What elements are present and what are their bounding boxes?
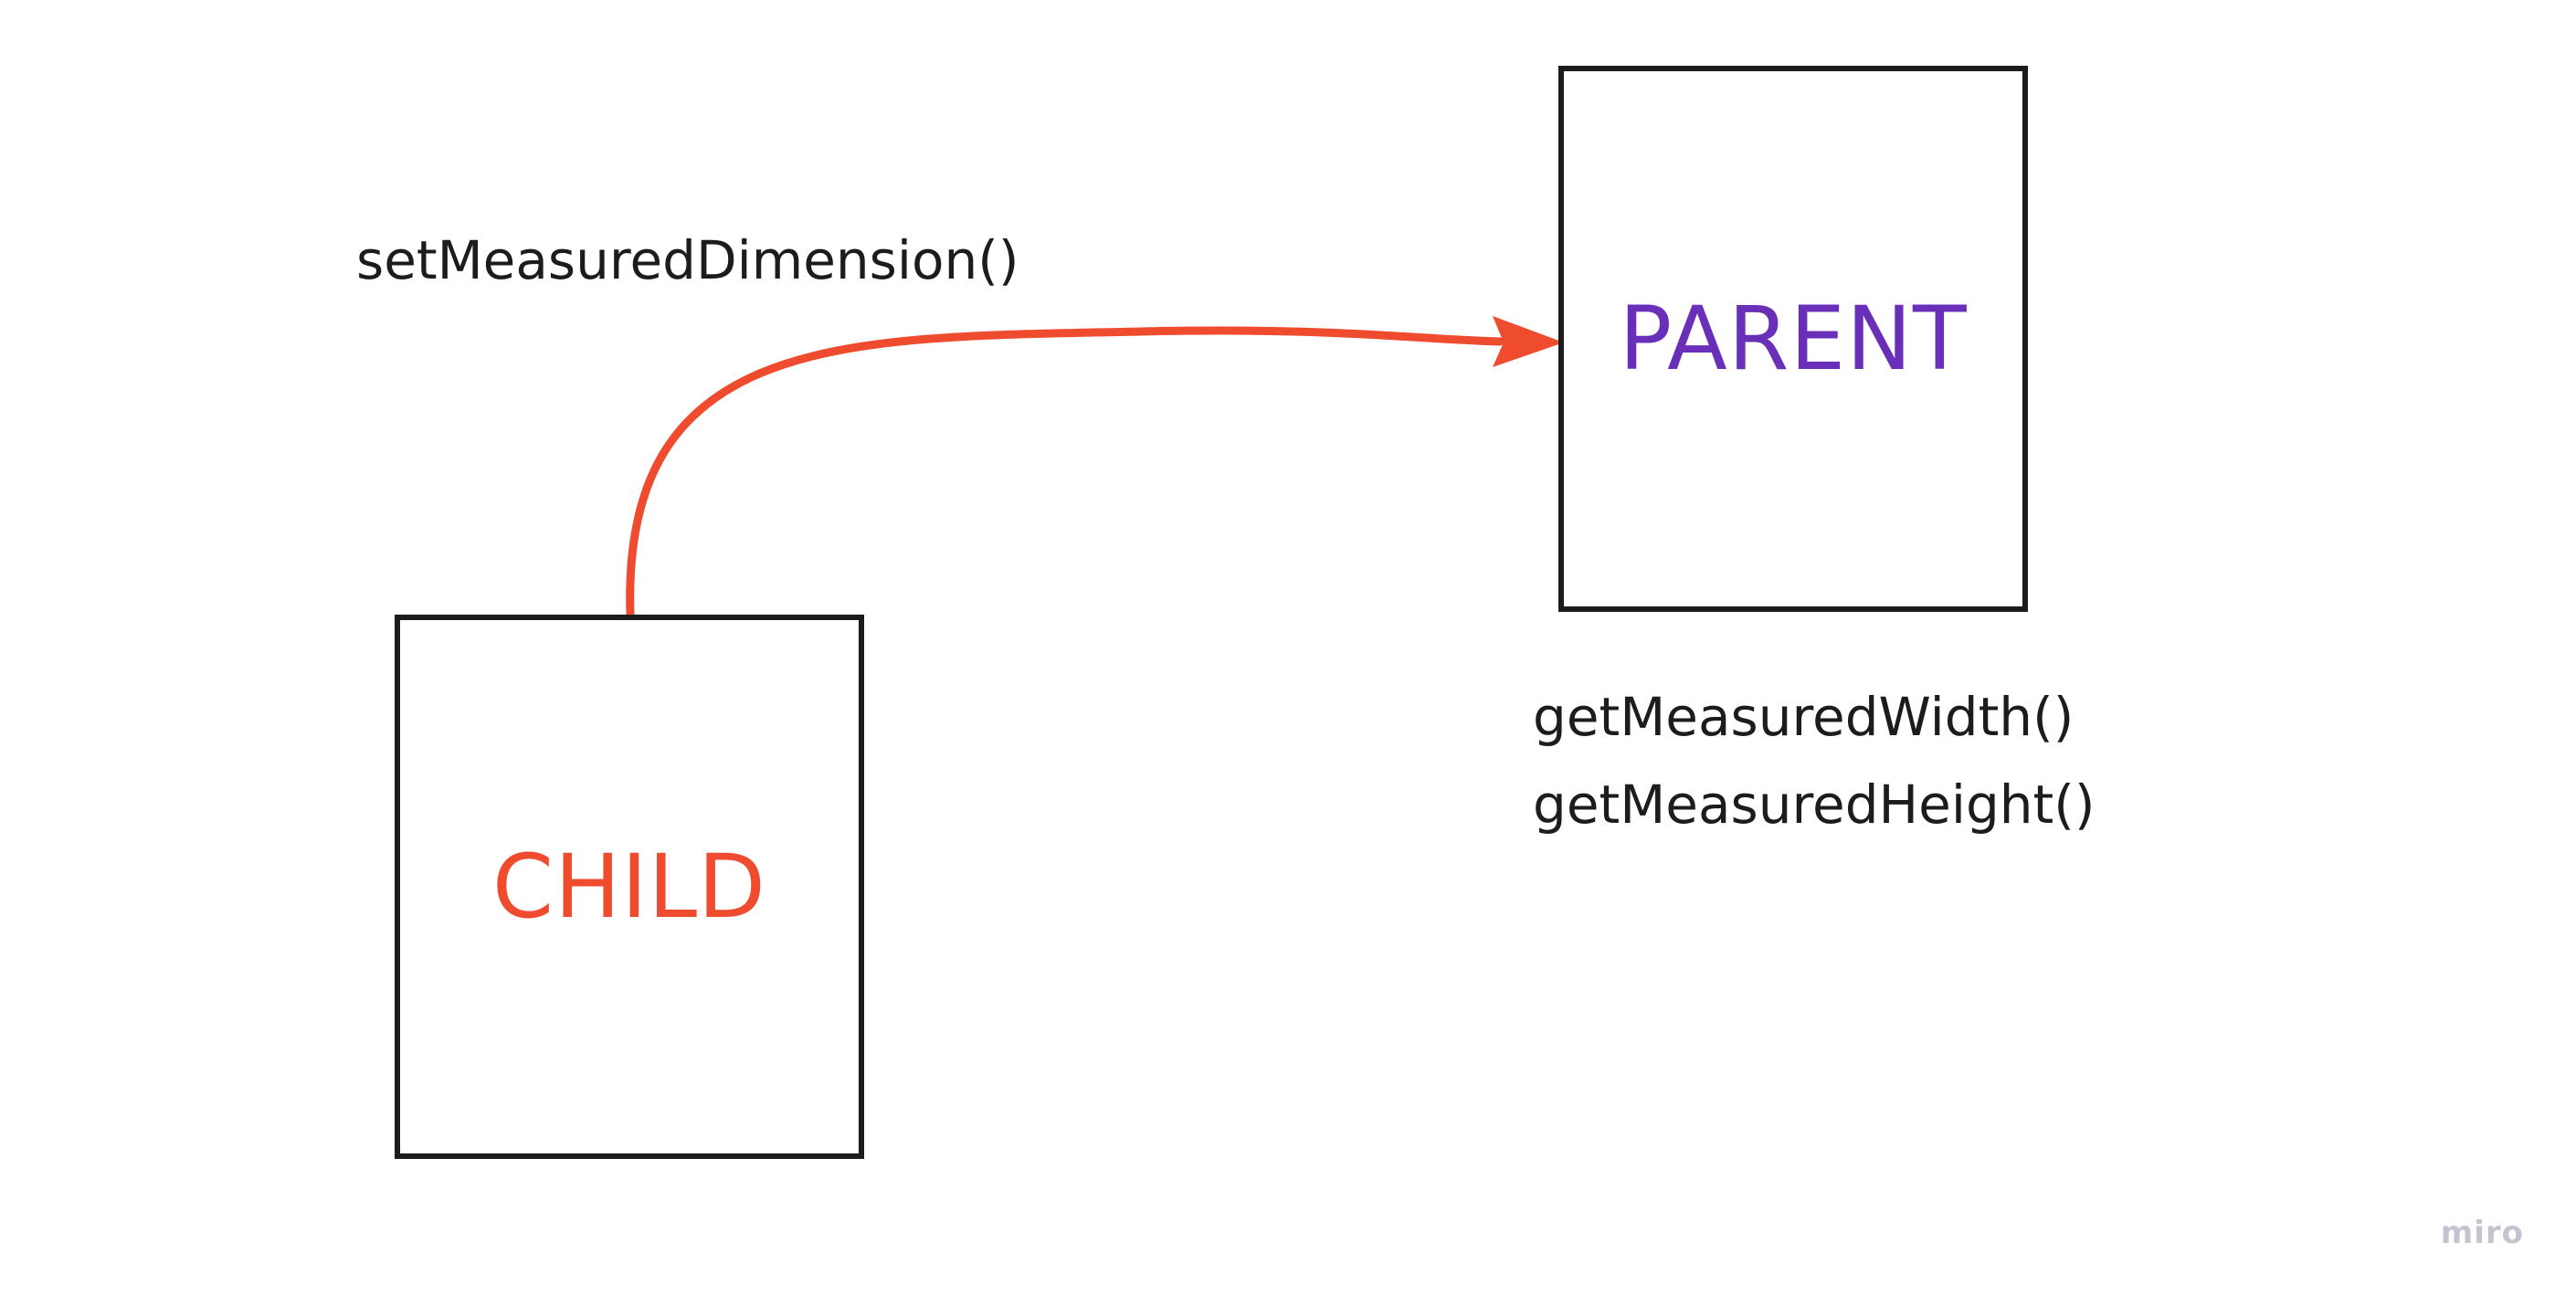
measure-arrowhead (1493, 316, 1564, 367)
parent-method-height: getMeasuredHeight() (1533, 774, 2096, 836)
miro-watermark: miro (2440, 1215, 2524, 1251)
parent-label: PARENT (1619, 288, 1968, 390)
parent-method-width: getMeasuredWidth() (1533, 686, 2075, 748)
parent-box: PARENT (1558, 66, 2028, 612)
arrow-caption: setMeasuredDimension() (356, 229, 1019, 291)
child-box: CHILD (395, 615, 864, 1159)
child-label: CHILD (492, 836, 766, 938)
parent-methods: getMeasuredWidth() getMeasuredHeight() (1533, 690, 2096, 866)
measure-arrow-line (626, 326, 1504, 618)
